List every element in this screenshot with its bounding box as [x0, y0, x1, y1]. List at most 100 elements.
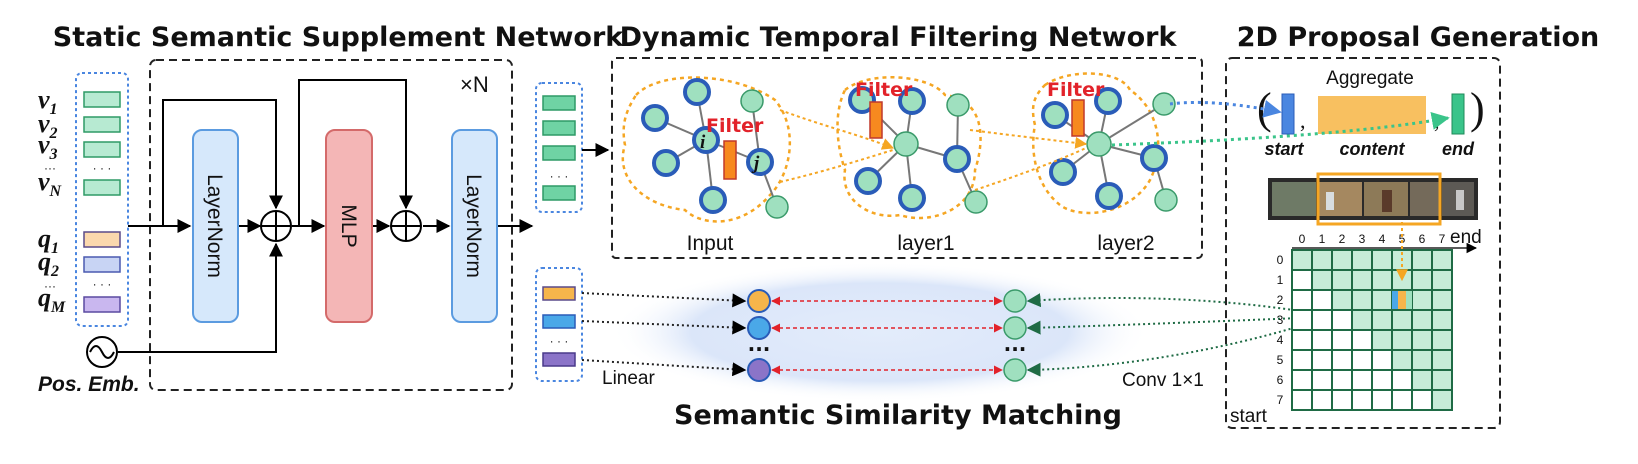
grid-cell	[1291, 249, 1313, 271]
label-v-vdots: ···	[44, 161, 56, 175]
node	[740, 89, 764, 113]
graph-layer1-boundary	[836, 76, 982, 220]
node	[1049, 158, 1077, 186]
grid-cell	[1331, 329, 1353, 351]
grid-cell	[1311, 349, 1333, 371]
query-node-m	[747, 358, 771, 382]
grid-cell	[1311, 329, 1333, 351]
token-qm	[83, 296, 121, 313]
layernorm-2	[451, 129, 498, 323]
filter-gate-layer1	[869, 101, 883, 139]
grid-cell	[1391, 349, 1413, 371]
proposal-title: 2D Proposal Generation	[1237, 22, 1600, 53]
grid-cell	[1411, 249, 1433, 271]
grid-cell	[1391, 309, 1413, 331]
start-node-arrow	[1169, 99, 1282, 118]
y-tick: 6	[1277, 373, 1284, 387]
node	[1086, 131, 1112, 157]
output-token-container	[535, 82, 583, 213]
grid-cell	[1331, 289, 1353, 311]
graph-input-boundary	[621, 76, 791, 223]
grid-cell	[1371, 309, 1393, 331]
grid-cell	[1431, 289, 1453, 311]
grid-cell	[1371, 389, 1393, 411]
repeat-label: ×N	[460, 72, 489, 97]
label-vn: vN	[38, 167, 63, 200]
graph-layer2: Filter layer2	[1031, 72, 1178, 255]
grid-cell	[1371, 329, 1393, 351]
grid-cell	[1311, 369, 1333, 391]
node	[683, 78, 711, 106]
end-node-arrow	[1111, 112, 1450, 147]
propagation-arrow	[779, 109, 895, 150]
grid-cell	[1291, 369, 1313, 391]
node	[898, 87, 926, 115]
end-feature	[1451, 93, 1465, 135]
grid-cell	[1391, 389, 1413, 411]
out-token-2	[542, 120, 576, 136]
conv-arrow	[1026, 317, 1301, 335]
graph-layer1-caption: layer1	[897, 232, 954, 255]
node-j-label: j	[751, 153, 760, 174]
residual-1	[162, 99, 283, 226]
grid-cell	[1351, 309, 1373, 331]
x-axis-ticks: 0 1 2 3 4 5 6 7	[1299, 232, 1446, 246]
paren-close: )	[1470, 84, 1485, 133]
grid-cell	[1351, 349, 1373, 371]
linear-label: Linear	[602, 368, 655, 389]
token-vn	[83, 179, 121, 196]
token-q-dots: · · ·	[93, 277, 112, 291]
propagation-arrow	[974, 147, 1087, 191]
input-tokens: · · · · · ·	[75, 72, 129, 327]
grid-cell	[1291, 289, 1313, 311]
x-tick: 2	[1339, 232, 1346, 246]
input-token-container	[75, 72, 129, 327]
grid-cell	[1311, 289, 1333, 311]
token-q2	[83, 256, 121, 273]
filter-gate-input	[723, 140, 737, 180]
end-label: end	[1442, 139, 1475, 159]
y-tick: 5	[1277, 353, 1284, 367]
label-q1: q1	[38, 224, 59, 257]
grid-cell	[1411, 389, 1433, 411]
proposal-node-ellipsis: ···	[1004, 337, 1027, 361]
y-tick: 1	[1277, 273, 1284, 287]
start-label: start	[1264, 139, 1304, 159]
axis-end-label: end	[1450, 227, 1482, 248]
grid-cell	[1351, 329, 1373, 351]
selected-proposal-cell	[1406, 291, 1412, 309]
grid-cell	[1331, 369, 1353, 391]
conv-arrow	[1026, 325, 1301, 377]
selected-proposal-cell	[1392, 291, 1398, 309]
node	[699, 186, 727, 214]
ssm-block: · · · Linear ··· ··· Conv 1×1	[535, 262, 1301, 402]
graph-layer1: Filter layer1	[836, 76, 988, 255]
x-tick: 5	[1399, 232, 1406, 246]
mlp-block	[325, 129, 373, 323]
grid-cell	[1351, 269, 1373, 291]
grid-cell	[1391, 369, 1413, 391]
comma-1: ,	[1300, 108, 1306, 133]
pos-emb-label: Pos. Emb.	[38, 373, 140, 396]
label-v2: v2	[38, 109, 58, 142]
x-tick: 3	[1359, 232, 1366, 246]
grid-cell	[1291, 389, 1313, 411]
pos-emb-connection	[118, 242, 283, 353]
grid-cell	[1371, 369, 1393, 391]
grid-cell	[1351, 289, 1373, 311]
sine-wave-icon	[86, 336, 118, 368]
node-i-label: i	[700, 132, 706, 153]
x-tick: 0	[1299, 232, 1306, 246]
selected-proposal-cell	[1398, 291, 1406, 309]
node	[893, 131, 919, 157]
linear-arrow	[581, 359, 747, 377]
label-q2: q2	[38, 247, 59, 280]
node	[1041, 101, 1069, 129]
mlp-label: MLP	[337, 204, 360, 247]
node	[943, 145, 971, 173]
grid-cell	[1331, 269, 1353, 291]
grid-cell	[1431, 309, 1453, 331]
grid-cell	[1371, 249, 1393, 271]
node-j	[746, 148, 774, 176]
